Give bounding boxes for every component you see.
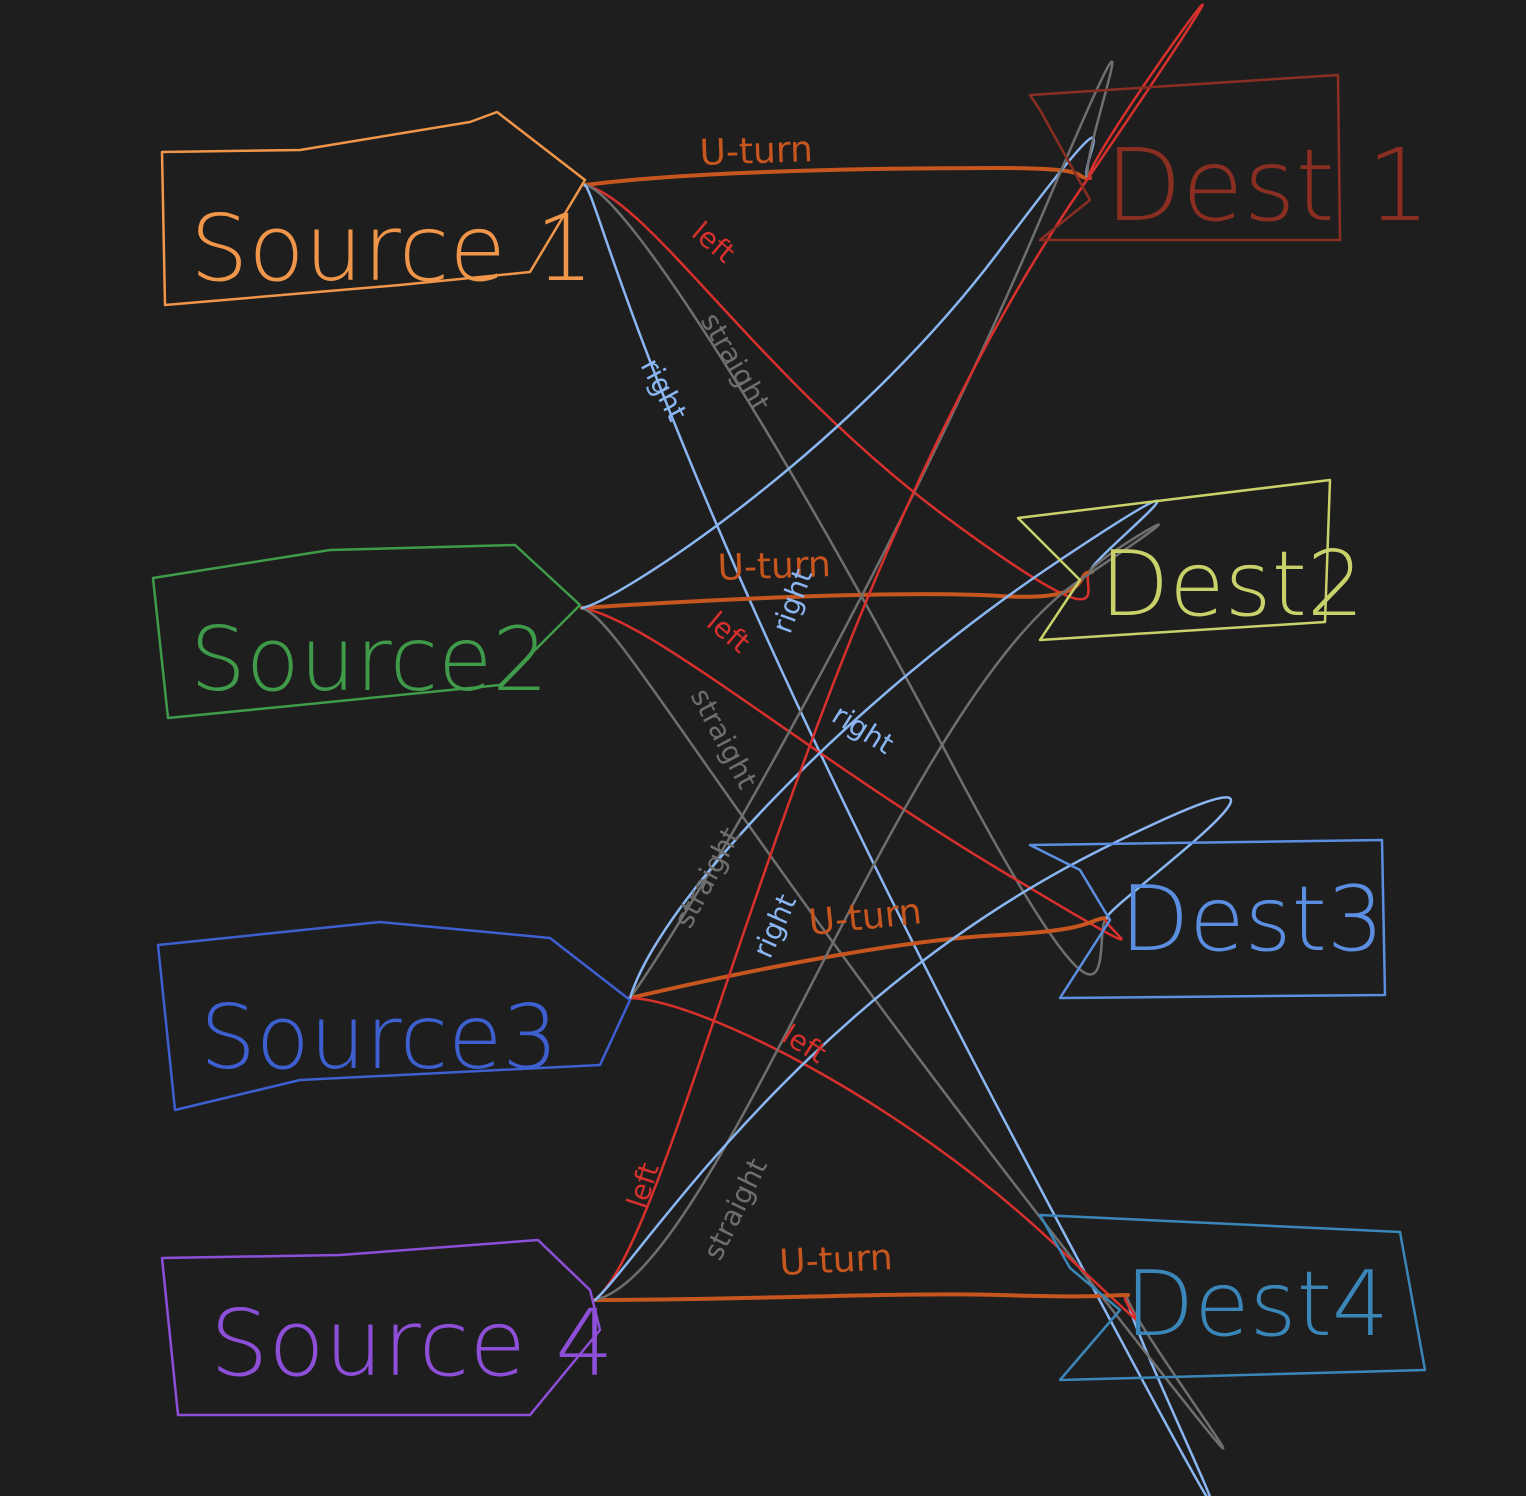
connection-s3-d2-right: [628, 499, 1159, 1000]
destination-node-d3: Dest3: [1028, 838, 1387, 1000]
destination-node-d2: Dest2: [1016, 478, 1364, 642]
source-node-s3: Source3: [156, 920, 632, 1112]
connection-label-s2-d2: U-turn: [717, 544, 832, 589]
connection-s1-d3-straight: [583, 183, 1110, 976]
connection-s4-d1-left: [593, 3, 1204, 1302]
destination-label-d1: Dest 1: [1105, 127, 1430, 244]
connection-s1-d1-u-turn: [583, 166, 1092, 187]
connection-s1-d4-right: [583, 183, 1212, 1496]
destination-shape-d3: [1028, 838, 1387, 1000]
source-label-s4: Source 4: [210, 1290, 614, 1397]
source-shape-s1: [160, 110, 587, 307]
source-shape-s4: [160, 1238, 602, 1417]
destination-node-d4: Dest4: [1038, 1213, 1427, 1382]
connections-layer: [580, 3, 1233, 1496]
source-label-s3: Source3: [200, 986, 558, 1089]
destination-shape-d4: [1038, 1213, 1427, 1382]
source-shape-s2: [151, 543, 582, 720]
source-label-s2: Source2: [190, 608, 548, 711]
destination-label-d2: Dest2: [1100, 532, 1364, 637]
source-node-s2: Source2: [151, 543, 582, 720]
source-shape-s3: [156, 920, 632, 1112]
destination-shape-d2: [1016, 478, 1332, 642]
connection-s4-d2-straight: [593, 523, 1160, 1302]
destination-label-d4: Dest4: [1125, 1252, 1389, 1357]
connection-label-s4-d4: U-turn: [778, 1237, 893, 1284]
connection-s4-d3-right: [593, 796, 1233, 1302]
connection-s3-d1-straight: [628, 60, 1114, 1000]
destination-node-d1: Dest 1: [1028, 73, 1430, 244]
destination-label-d3: Dest3: [1120, 867, 1384, 972]
source-node-s1: Source 1: [160, 110, 594, 307]
connection-s1-d2-left: [583, 183, 1094, 601]
connection-label-s1-d1: U-turn: [699, 129, 814, 174]
connection-s4-d4-u-turn: [593, 1292, 1130, 1302]
connection-s3-d4-left: [628, 996, 1140, 1322]
source-node-s4: Source 4: [160, 1238, 614, 1417]
destination-shape-d1: [1028, 73, 1342, 242]
connection-s2-d3-left: [580, 606, 1123, 941]
source-label-s1: Source 1: [190, 195, 594, 302]
